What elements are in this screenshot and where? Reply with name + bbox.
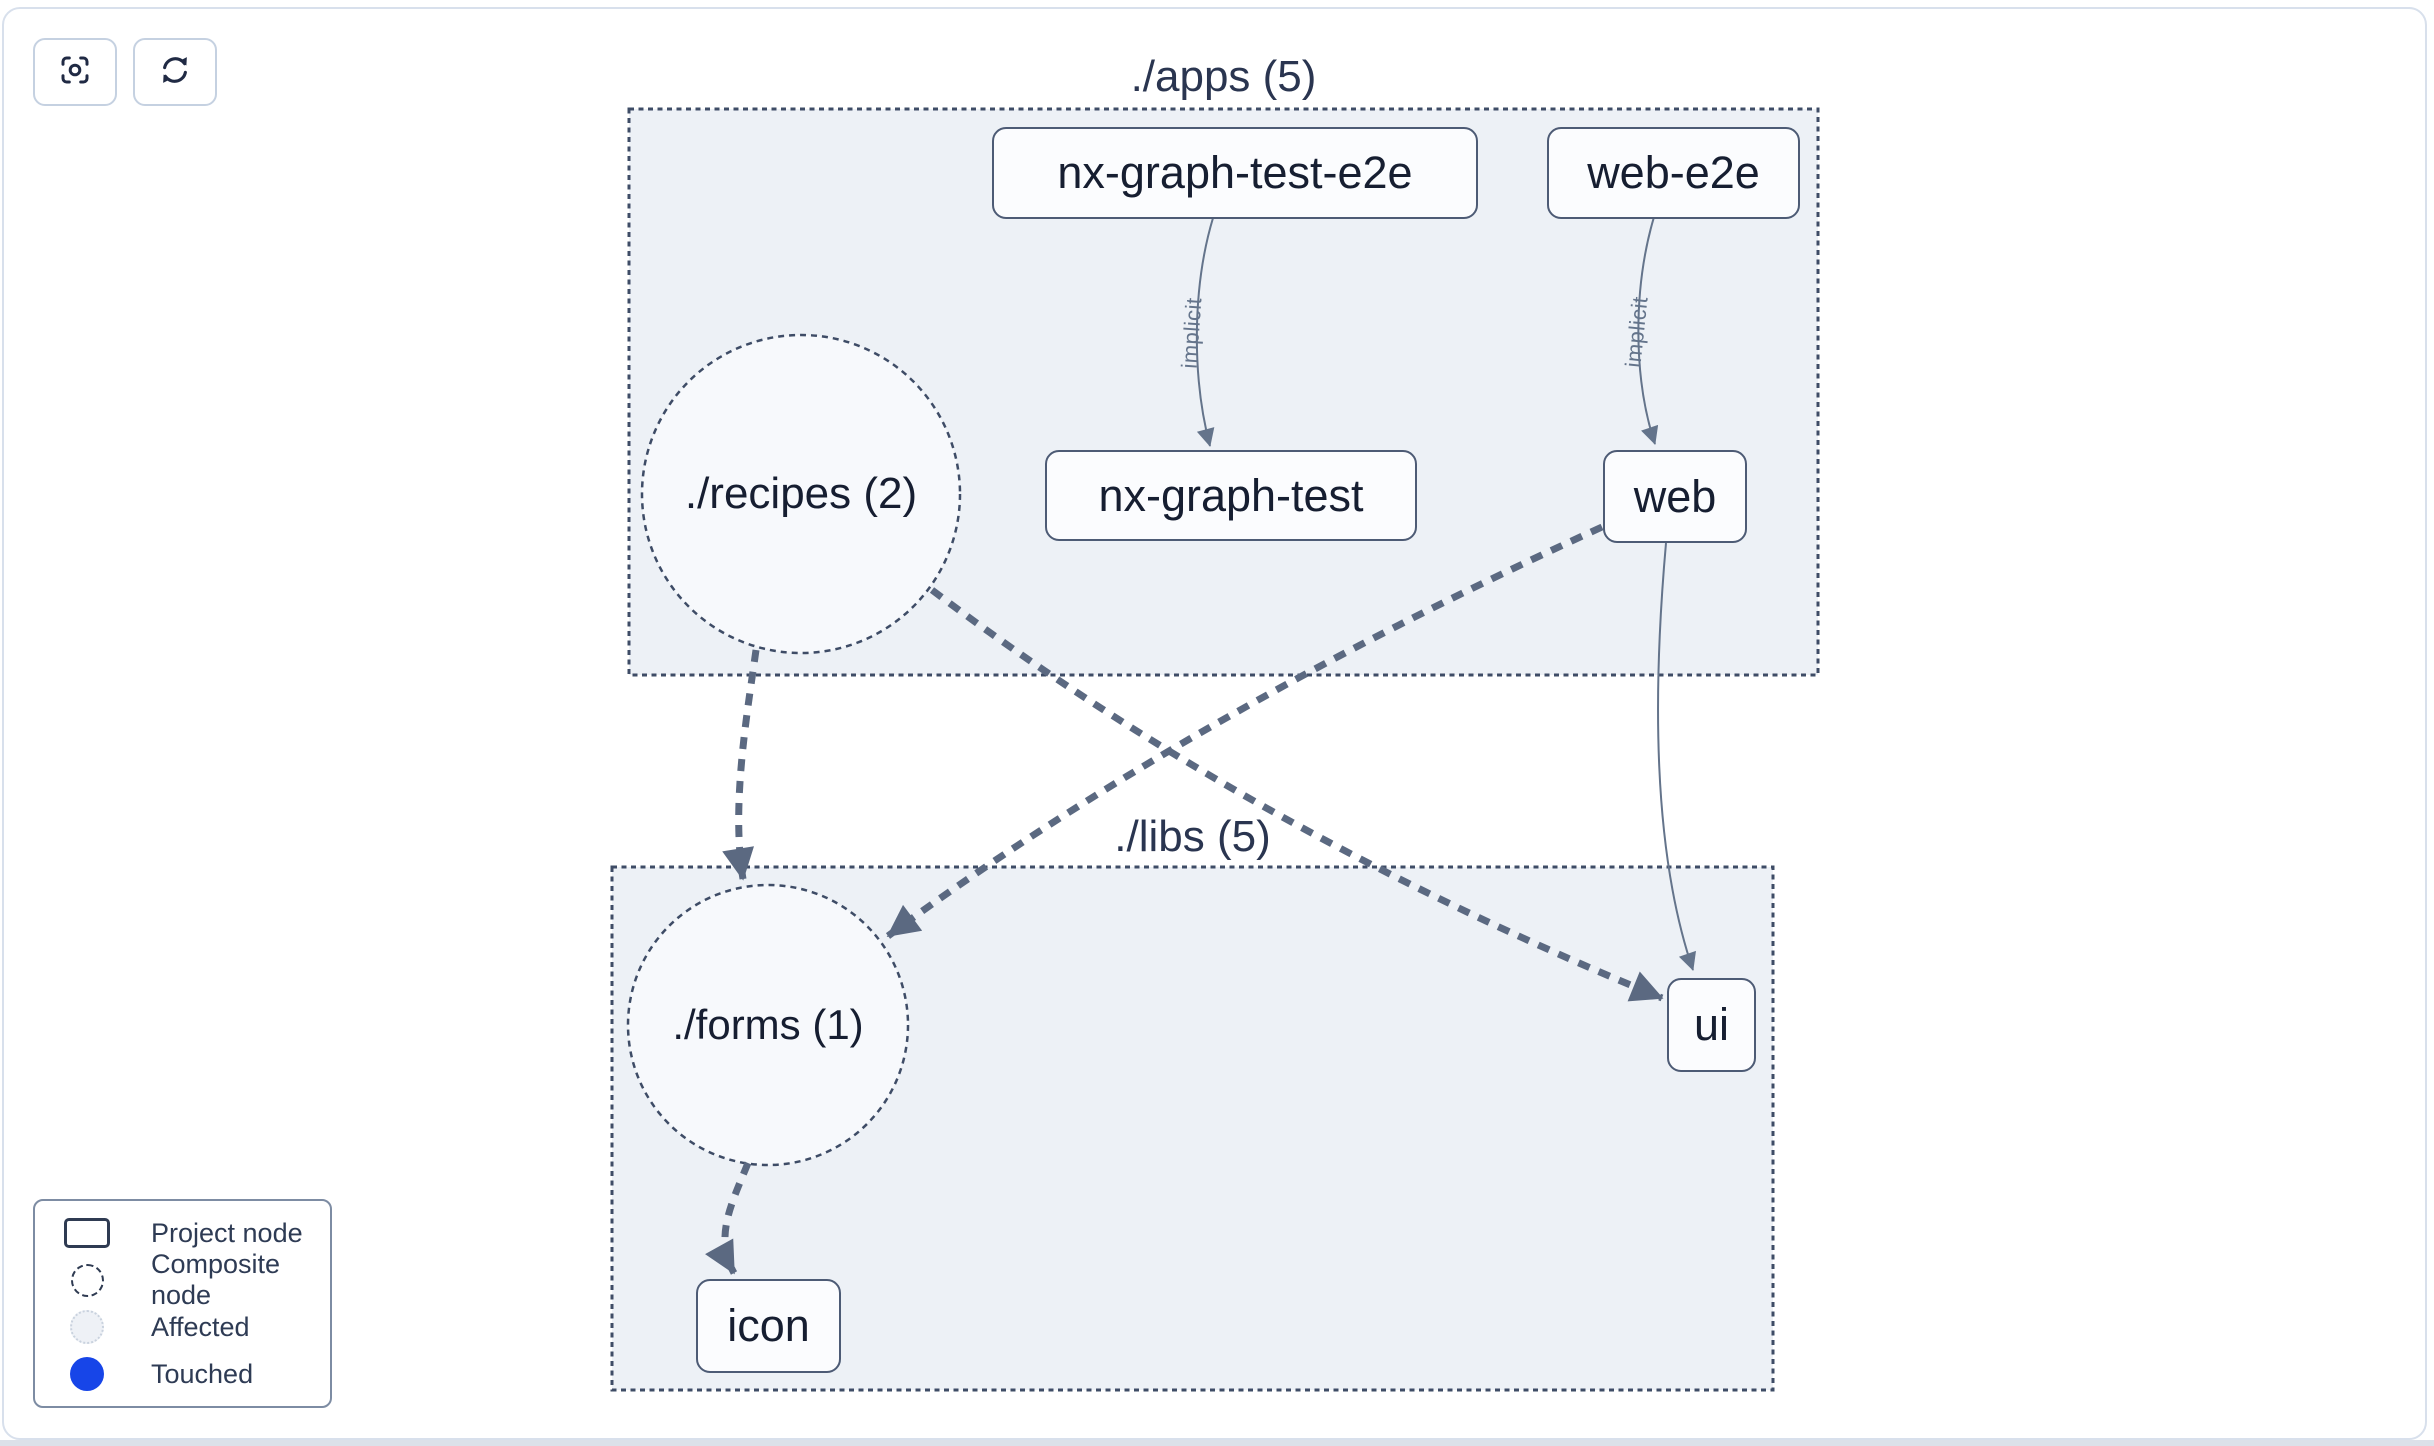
edge-recipes-to-ui[interactable] — [929, 587, 1664, 1002]
composite-node-swatch — [70, 1263, 104, 1297]
project-node-nx-graph-test-e2e[interactable]: nx-graph-test-e2e — [992, 127, 1478, 219]
edge-nx-graph-test-e2e-to-nx-graph-test[interactable] — [1195, 217, 1215, 447]
project-node-swatch — [64, 1218, 110, 1248]
legend-label: Affected — [151, 1311, 250, 1342]
edge-recipes-to-forms[interactable] — [722, 649, 760, 881]
group-label-apps: ./apps (5) — [1130, 52, 1317, 101]
composite-node-forms[interactable] — [626, 883, 910, 1167]
group-label-libs: ./libs (5) — [1114, 812, 1271, 861]
project-node-web[interactable]: web — [1603, 450, 1747, 543]
project-node-icon[interactable]: icon — [696, 1279, 841, 1373]
refresh-button[interactable] — [133, 38, 217, 106]
refresh-icon — [157, 52, 193, 93]
edge-web-e2e-to-web[interactable] — [1637, 216, 1659, 445]
legend-item-affected: Affected — [59, 1304, 318, 1351]
composite-node-recipes[interactable] — [640, 333, 962, 655]
affected-swatch — [70, 1310, 104, 1344]
legend-item-touched: Touched — [59, 1351, 318, 1398]
focus-button[interactable] — [33, 38, 117, 106]
legend-item-project-node: Project node — [59, 1210, 318, 1257]
project-node-nx-graph-test[interactable]: nx-graph-test — [1045, 450, 1417, 541]
project-node-web-e2e[interactable]: web-e2e — [1547, 127, 1800, 219]
project-node-ui[interactable]: ui — [1667, 978, 1756, 1072]
edge-web-to-ui[interactable] — [1657, 542, 1696, 971]
touched-swatch — [70, 1357, 104, 1391]
legend-label: Composite node — [151, 1249, 281, 1310]
page-bottom-strip — [0, 1440, 2434, 1446]
legend-label: Project node — [151, 1217, 303, 1248]
focus-icon — [57, 52, 93, 93]
edge-label-implicit: implicit — [1176, 296, 1207, 370]
legend-panel: Project node Composite node Affected Tou… — [33, 1199, 332, 1408]
legend-label: Touched — [151, 1358, 254, 1389]
legend-item-composite-node: Composite node — [59, 1249, 318, 1310]
